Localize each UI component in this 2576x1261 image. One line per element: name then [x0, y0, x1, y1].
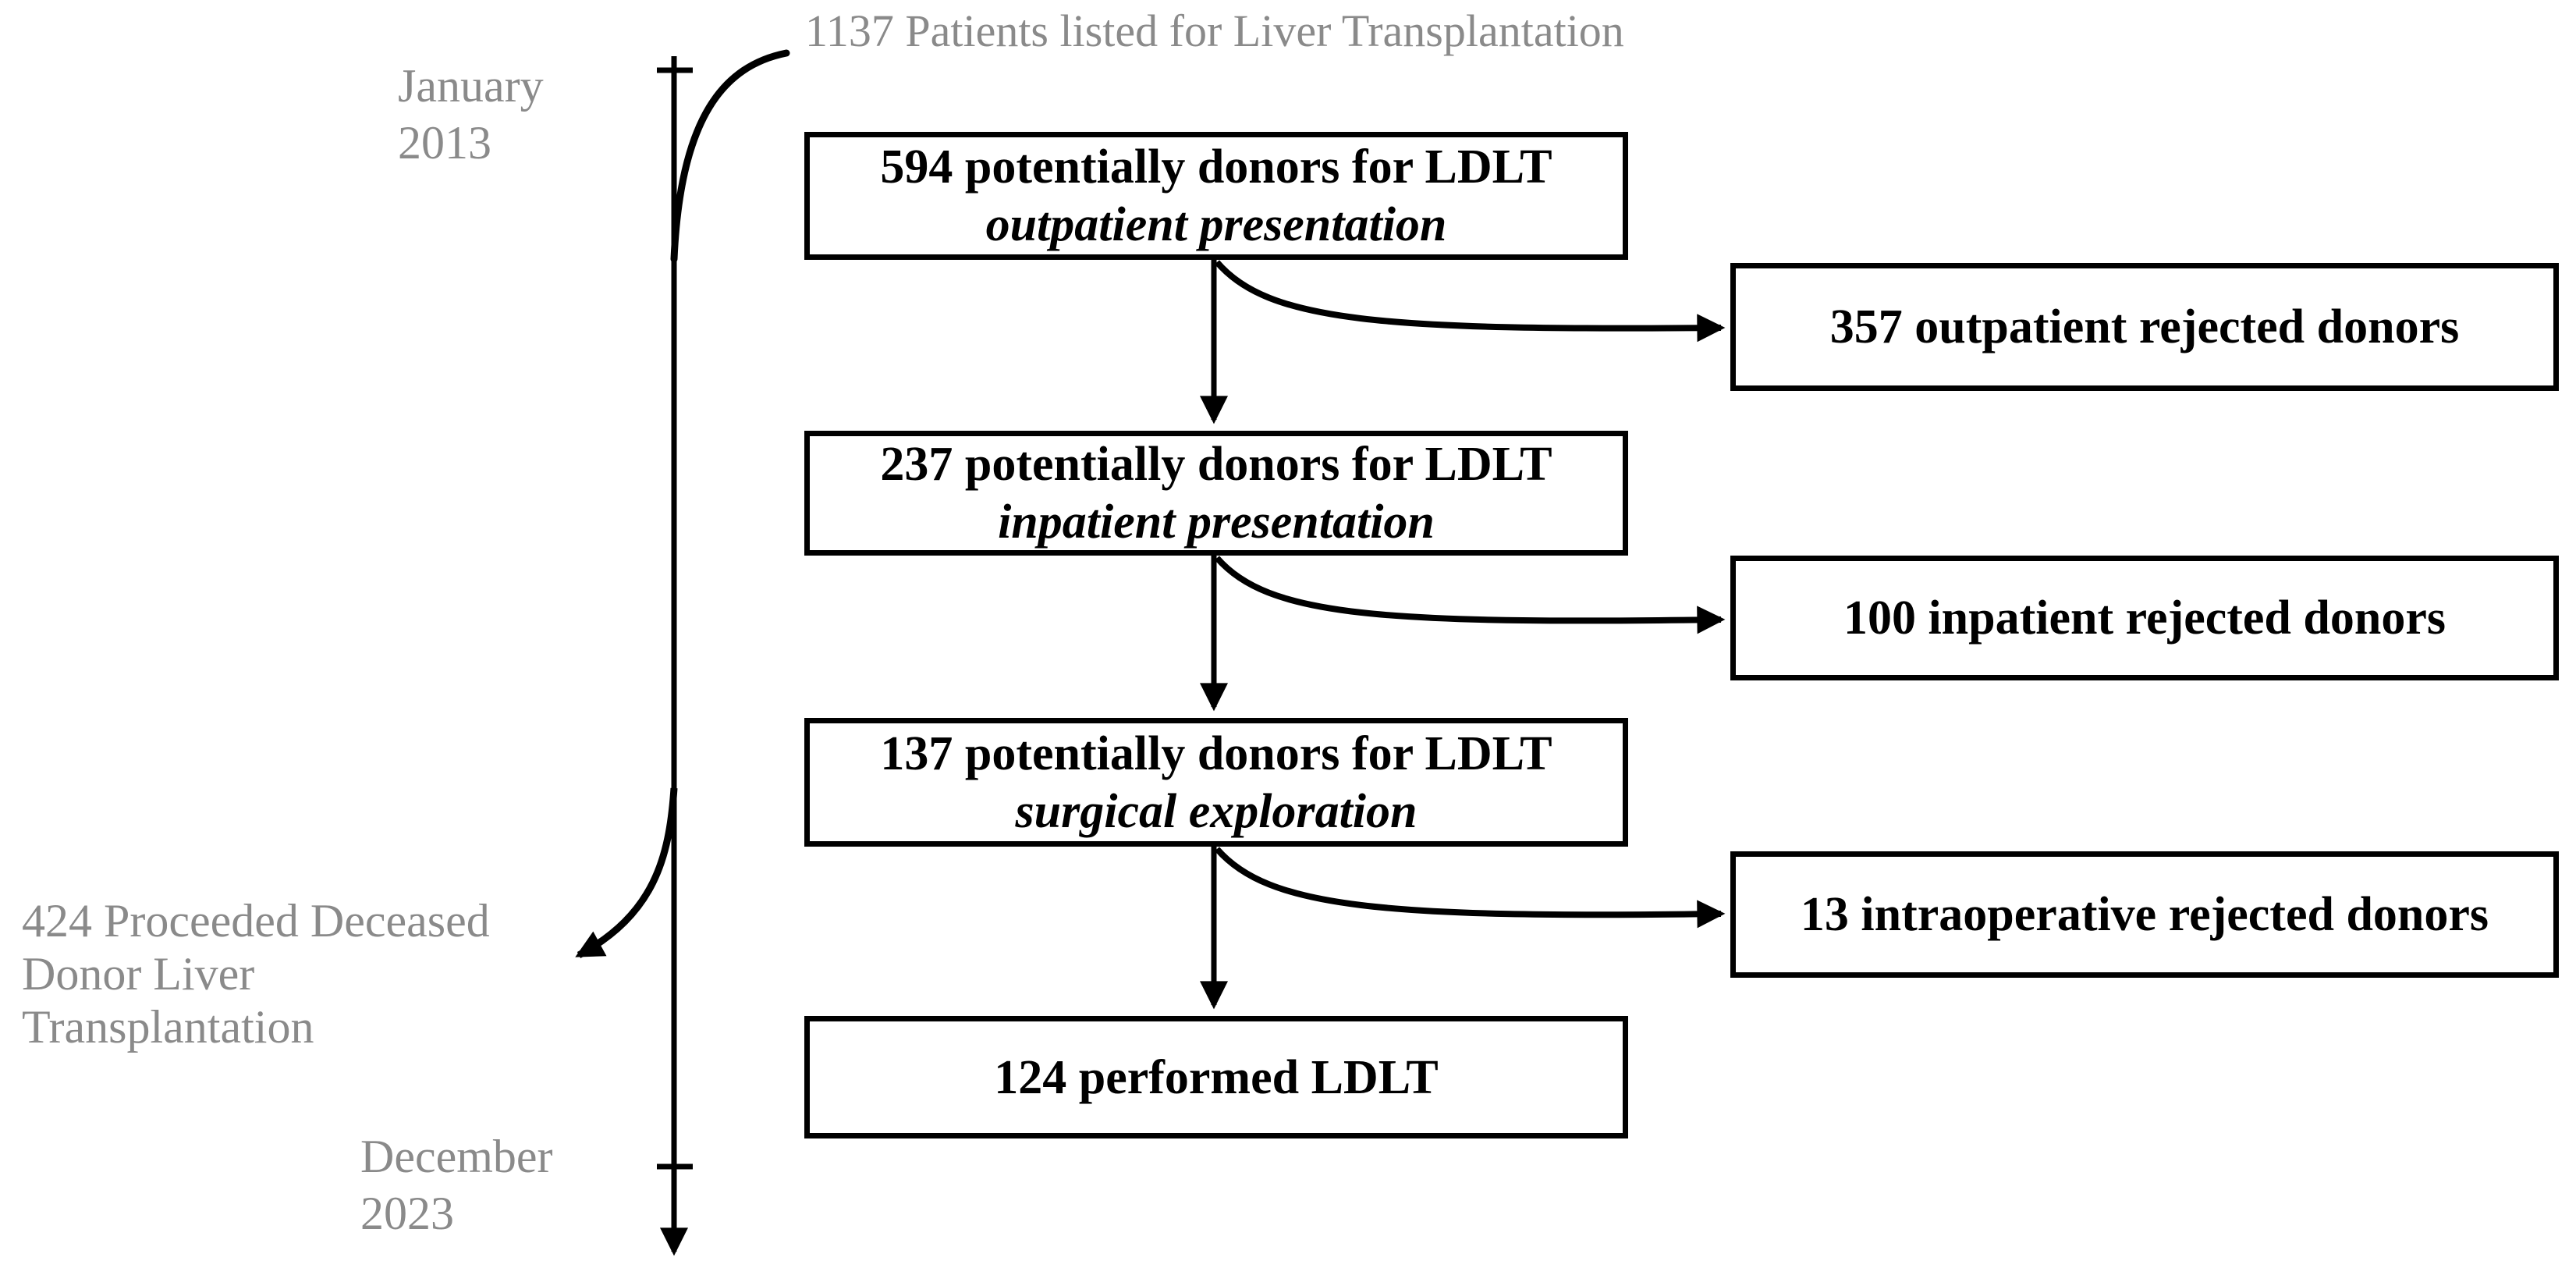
box-performed-title: 124 performed LDLT: [994, 1050, 1439, 1104]
timeline-start-year: 2013: [398, 117, 491, 169]
box-intraoperative-rejected-label: 13 intraoperative rejected donors: [1800, 888, 2489, 941]
deceased-donor-line2: Donor Liver: [22, 948, 255, 1000]
deceased-donor-line3: Transplantation: [22, 1001, 314, 1053]
branch-intraoperative-rejected: [1214, 847, 1726, 929]
timeline-start-label: January 2013: [398, 58, 544, 172]
timeline-end-year: 2023: [360, 1188, 454, 1239]
listed-patients-curve: [670, 49, 790, 263]
listed-patients-label: 1137 Patients listed for Liver Transplan…: [805, 5, 1624, 56]
box-surgical-subtitle: surgical exploration: [1015, 784, 1418, 838]
box-surgical-title: 137 potentially donors for LDLT: [880, 726, 1552, 780]
box-surgical-exploration: 137 potentially donors for LDLT surgical…: [804, 718, 1628, 847]
timeline-end-month: December: [360, 1131, 553, 1182]
box-inpatient-donors: 237 potentially donors for LDLT inpatien…: [804, 431, 1628, 556]
box-inpatient-rejected: 100 inpatient rejected donors: [1730, 556, 2559, 680]
box-inpatient-rejected-label: 100 inpatient rejected donors: [1843, 591, 2446, 645]
branch-outpatient-rejected: [1214, 260, 1726, 343]
deceased-donor-label: 424 Proceeded Deceased Donor Liver Trans…: [22, 894, 490, 1053]
box-outpatient-rejected-label: 357 outpatient rejected donors: [1829, 300, 2460, 353]
box-outpatient-subtitle: outpatient presentation: [985, 198, 1447, 251]
timeline-start-month: January: [398, 60, 544, 112]
branch-inpatient-rejected: [1214, 556, 1726, 634]
box-intraoperative-rejected: 13 intraoperative rejected donors: [1730, 851, 2559, 978]
box-performed-ldlt: 124 performed LDLT: [804, 1016, 1628, 1138]
box-outpatient-donors: 594 potentially donors for LDLT outpatie…: [804, 132, 1628, 260]
timeline-end-label: December 2023: [360, 1128, 553, 1242]
ddlt-branch-arrow: [575, 787, 678, 958]
box-inpatient-title: 237 potentially donors for LDLT: [880, 438, 1552, 491]
box-outpatient-rejected: 357 outpatient rejected donors: [1730, 263, 2559, 391]
box-inpatient-subtitle: inpatient presentation: [998, 496, 1435, 549]
deceased-donor-line1: 424 Proceeded Deceased: [22, 895, 490, 947]
box-outpatient-title: 594 potentially donors for LDLT: [880, 140, 1552, 194]
